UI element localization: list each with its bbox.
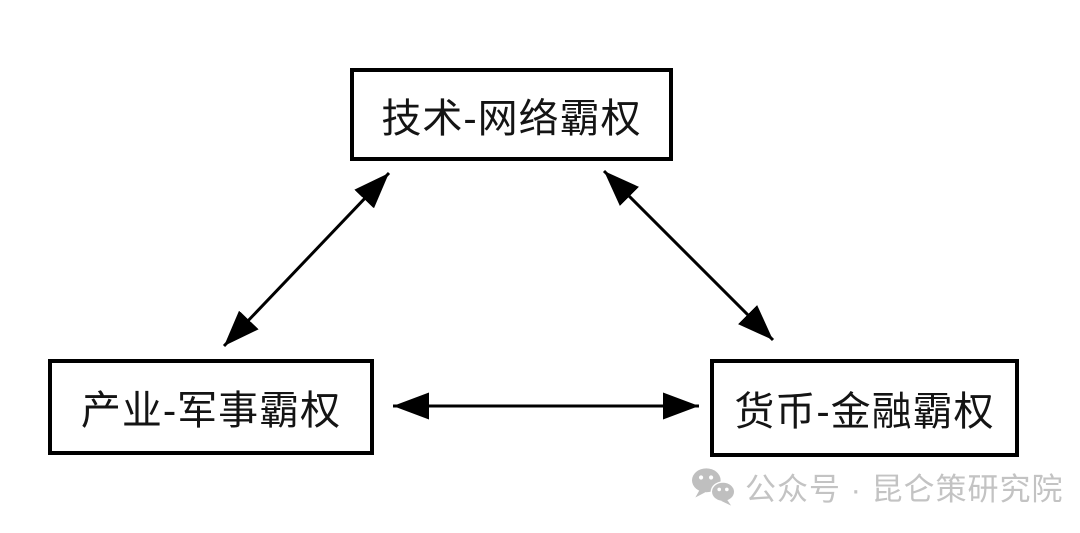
- edge-bottomleft-top-arrow: [222, 171, 391, 348]
- watermark-text: 公众号 · 昆仑策研究院: [745, 472, 1064, 507]
- node-tech-network-hegemony: 技术-网络霸权: [350, 68, 673, 161]
- node-label: 货币-金融霸权: [734, 390, 995, 434]
- node-industry-military-hegemony: 产业-军事霸权: [48, 359, 374, 455]
- wechat-icon: [692, 467, 736, 506]
- node-label: 技术-网络霸权: [381, 96, 642, 141]
- watermark: 公众号 · 昆仑策研究院: [690, 464, 1064, 509]
- node-currency-finance-hegemony: 货币-金融霸权: [710, 359, 1019, 457]
- node-label: 产业-军事霸权: [80, 389, 342, 433]
- edge-top-bottomright-arrow: [602, 169, 775, 342]
